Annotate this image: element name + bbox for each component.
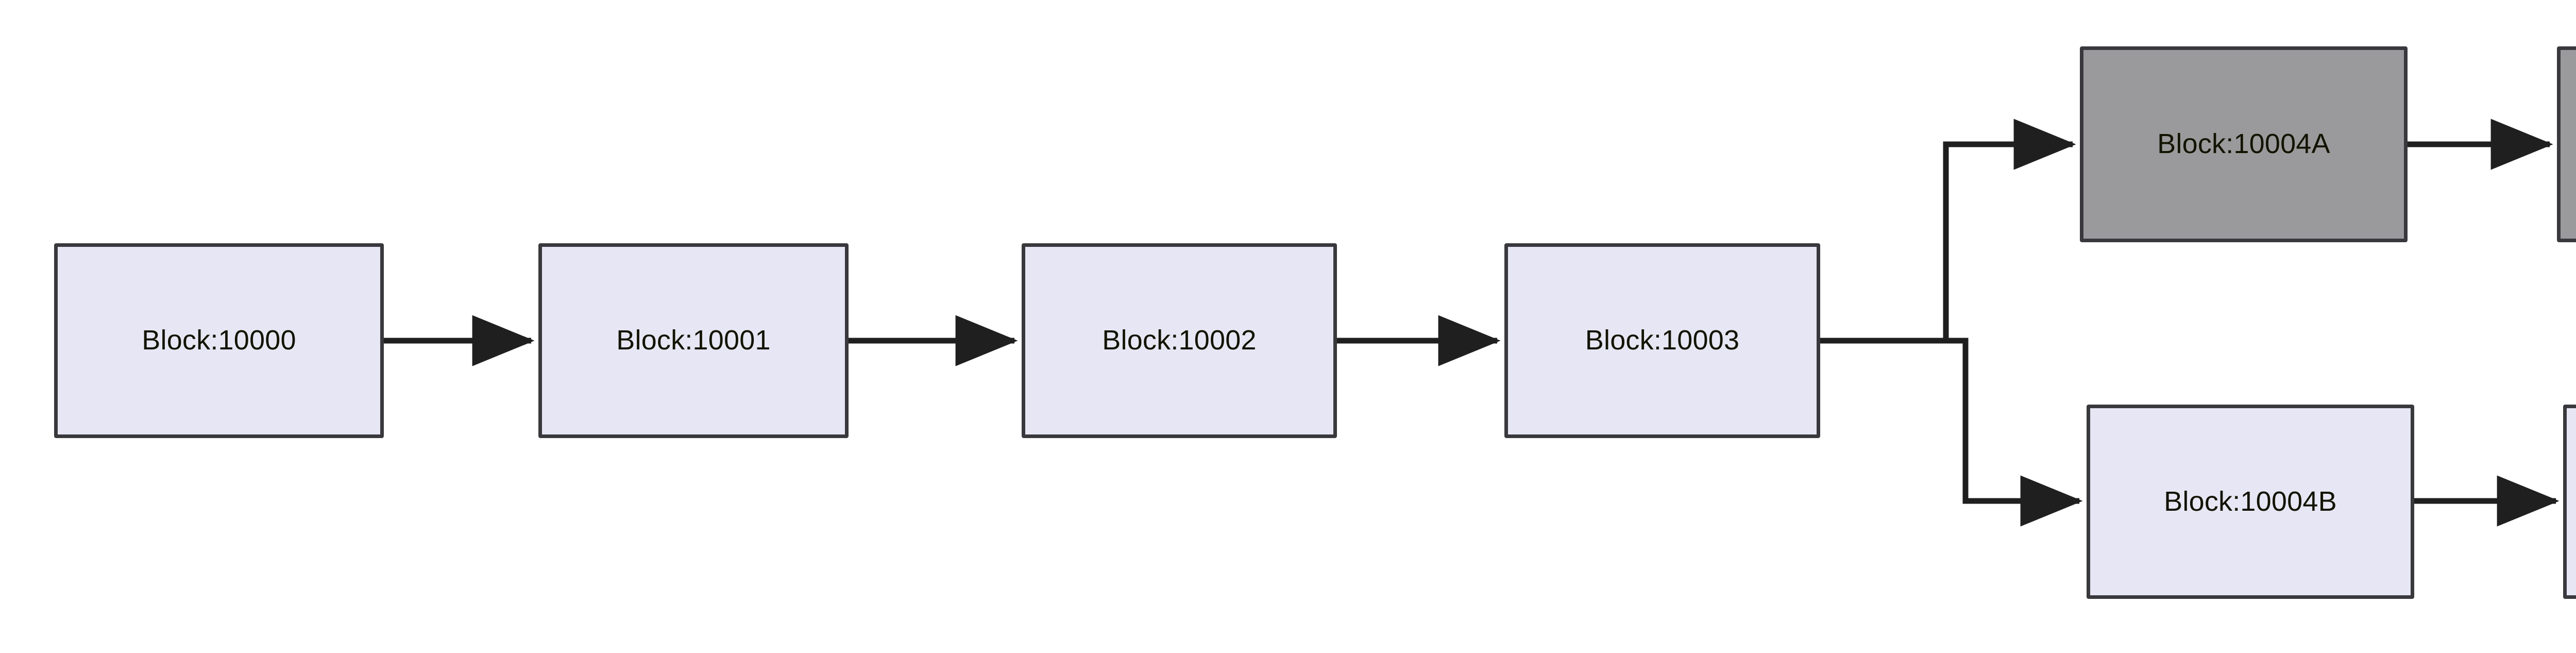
block-node-10005B[interactable]: Block:10005B: [2563, 405, 2576, 599]
block-node-10003[interactable]: Block:10003: [1504, 243, 1820, 438]
block-node-label: Block:10003: [1585, 325, 1740, 356]
block-node-label: Block:10004B: [2164, 485, 2337, 517]
block-node-label: Block:10001: [616, 325, 771, 356]
block-node-10000[interactable]: Block:10000: [54, 243, 384, 438]
block-node-label: Block:10002: [1102, 325, 1257, 356]
block-node-10004A[interactable]: Block:10004A: [2080, 46, 2408, 242]
block-node-label: Block:10004A: [2157, 128, 2330, 160]
block-node-10005A[interactable]: Block:10005A: [2557, 46, 2576, 242]
block-node-10004B[interactable]: Block:10004B: [2087, 405, 2414, 599]
block-node-label: Block:10000: [142, 325, 296, 356]
block-node-10001[interactable]: Block:10001: [538, 243, 849, 438]
block-node-10002[interactable]: Block:10002: [1022, 243, 1337, 438]
